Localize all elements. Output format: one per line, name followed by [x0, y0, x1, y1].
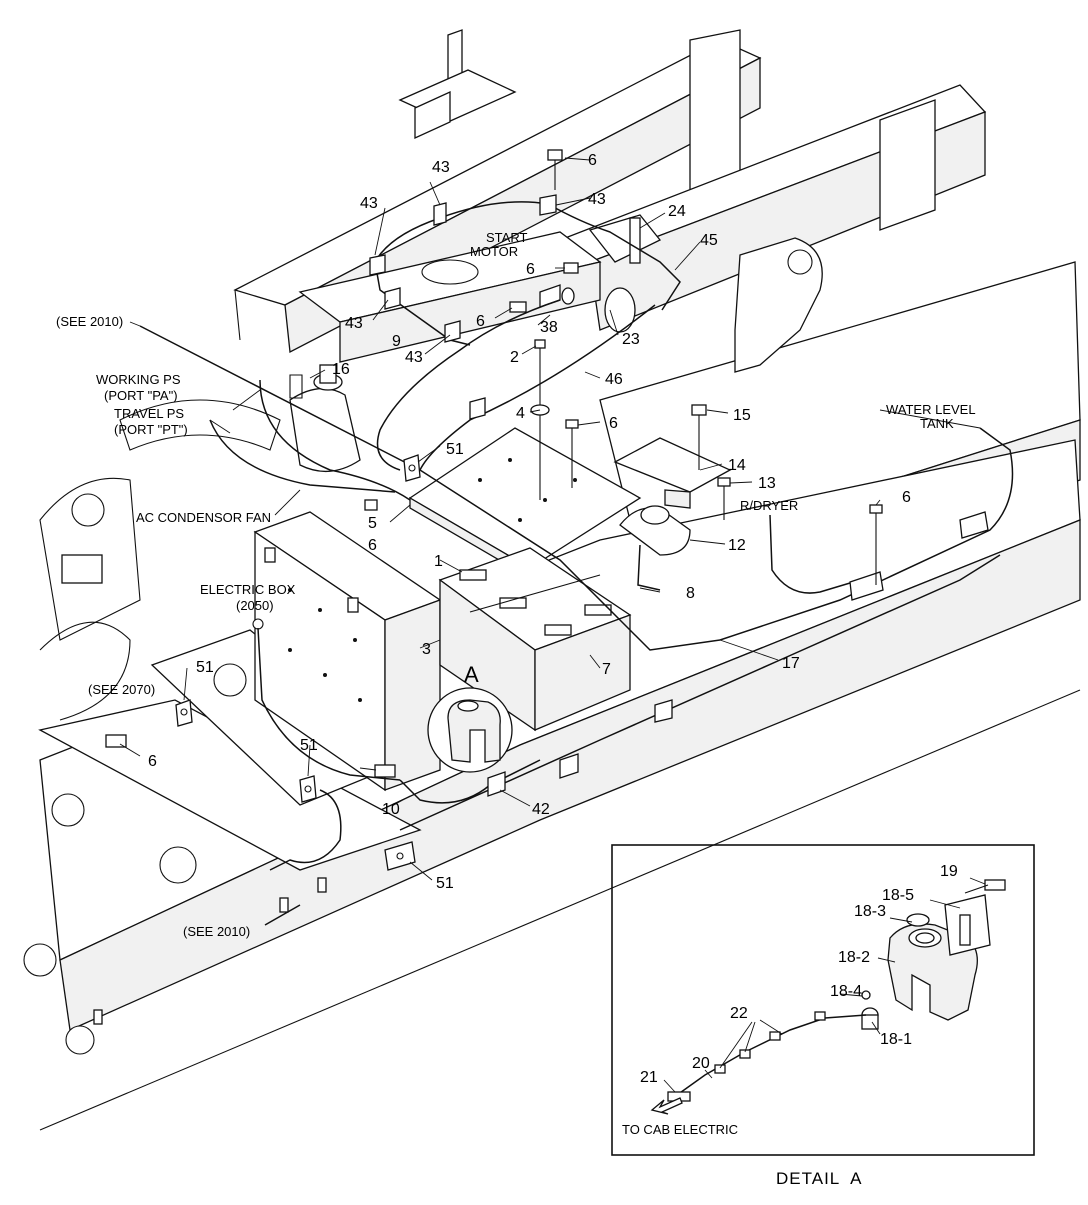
bolts: [105, 149, 883, 778]
callout-43: 43: [345, 315, 363, 332]
callout-51: 51: [446, 441, 464, 458]
detail-callout-18-4: 18-4: [830, 983, 862, 1000]
callout-10: 10: [382, 801, 400, 818]
electric-box-ref-label: (2050): [236, 598, 274, 613]
detail-callout-18-3: 18-3: [854, 903, 886, 920]
ac-condensor-fan-label: AC CONDENSOR FAN: [136, 510, 271, 525]
detail-callout-18-2: 18-2: [838, 949, 870, 966]
callout-5: 5: [368, 515, 377, 532]
callout-7: 7: [602, 661, 611, 678]
callout-13: 13: [758, 475, 776, 492]
callout-1: 1: [434, 553, 443, 570]
start-motor-label: MOTOR: [470, 244, 518, 259]
water-level-tank-label: TANK: [920, 416, 954, 431]
see-2010-top-label: (SEE 2010): [56, 314, 123, 329]
callout-38: 38: [540, 319, 558, 336]
detail-callout-22: 22: [730, 1005, 748, 1022]
electric-box-label: ELECTRIC BOX: [200, 582, 296, 597]
detail-a-inset: 19 18-5 18-3 18-2 18-4 18-1 22 20 21 TO …: [611, 844, 1035, 1156]
callout-51: 51: [196, 659, 214, 676]
detail-a-marker-letter: A: [464, 662, 479, 687]
detail-callout-18-1: 18-1: [880, 1031, 912, 1048]
detail-callout-20: 20: [692, 1055, 710, 1072]
callout-51: 51: [436, 875, 454, 892]
callout-16: 16: [332, 361, 350, 378]
callout-43: 43: [432, 159, 450, 176]
callout-6: 6: [526, 261, 535, 278]
callout-43: 43: [405, 349, 423, 366]
callout-42: 42: [532, 801, 550, 818]
start-motor-label: START: [486, 230, 527, 245]
see-2010-bottom-label: (SEE 2010): [183, 924, 250, 939]
working-ps-label: WORKING PS: [96, 372, 181, 387]
callout-4: 4: [516, 405, 525, 422]
rdryer-label: R/DRYER: [740, 498, 798, 513]
callout-51: 51: [300, 737, 318, 754]
pump-sensors: [119, 364, 361, 473]
detail-a-marker: [427, 687, 513, 773]
leader-lines: [119, 157, 981, 881]
callout-8: 8: [686, 585, 695, 602]
callout-6: 6: [476, 313, 485, 330]
working-ps-port-label: (PORT "PA"): [104, 388, 178, 403]
travel-ps-label: TRAVEL PS: [114, 406, 184, 421]
detail-callout-19: 19: [940, 863, 958, 880]
wire-harnesses: [139, 201, 1014, 926]
water-level-tank-label: WATER LEVEL: [886, 402, 976, 417]
callout-15: 15: [733, 407, 751, 424]
callout-46: 46: [605, 371, 623, 388]
callout-6: 6: [902, 489, 911, 506]
callout-numbers: 6 43 43 43 24 45 6 6 43 9 43 38 23 2 16 …: [148, 152, 911, 892]
callout-14: 14: [728, 457, 746, 474]
callout-45: 45: [700, 232, 718, 249]
text-labels: (SEE 2010) START MOTOR WORKING PS (PORT …: [56, 230, 976, 939]
to-cab-electric-label: TO CAB ELECTRIC: [622, 1122, 738, 1137]
detail-callout-21: 21: [640, 1069, 658, 1086]
callout-24: 24: [668, 203, 686, 220]
callout-3: 3: [422, 641, 431, 658]
callout-43: 43: [360, 195, 378, 212]
callout-17: 17: [782, 655, 800, 672]
callout-6: 6: [609, 415, 618, 432]
callout-2: 2: [510, 349, 519, 366]
callout-6: 6: [148, 753, 157, 770]
callout-12: 12: [728, 537, 746, 554]
callout-6: 6: [368, 537, 377, 554]
callout-9: 9: [392, 333, 401, 350]
callout-23: 23: [622, 331, 640, 348]
see-2070-label: (SEE 2070): [88, 682, 155, 697]
callout-43: 43: [588, 191, 606, 208]
travel-ps-port-label: (PORT "PT"): [114, 422, 188, 437]
detail-callout-18-5: 18-5: [882, 887, 914, 904]
detail-a-title: DETAIL A: [776, 1169, 862, 1188]
electric-box: [252, 511, 442, 792]
relay-bracket: [613, 437, 732, 556]
callout-6: 6: [588, 152, 597, 169]
